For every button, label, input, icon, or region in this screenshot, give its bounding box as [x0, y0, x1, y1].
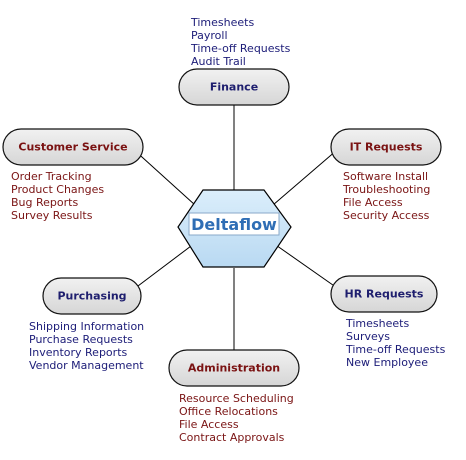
list-item: Time-off Requests: [345, 343, 446, 356]
hr-requests-pill[interactable]: [330, 275, 438, 313]
list-item: Contract Approvals: [179, 431, 285, 444]
customer-service-label: Customer Service: [18, 141, 127, 154]
administration-items: Resource Scheduling Office Relocations F…: [179, 392, 294, 444]
connectors: [129, 105, 341, 352]
list-item: Troubleshooting: [342, 183, 430, 196]
connector-it-requests: [272, 149, 338, 206]
logo-box: [188, 212, 280, 236]
list-item: Shipping Information: [29, 320, 144, 333]
node-purchasing[interactable]: Purchasing Shipping Information Purchase…: [29, 277, 144, 372]
list-item: File Access: [343, 196, 403, 209]
connector-customer-service: [131, 147, 196, 206]
list-item: Audit Trail: [191, 55, 246, 68]
list-item: Office Relocations: [179, 405, 278, 418]
node-finance[interactable]: Finance Timesheets Payroll Time-off Requ…: [178, 16, 291, 106]
list-item: Timesheets: [345, 317, 409, 330]
administration-label: Administration: [188, 362, 280, 375]
list-item: Timesheets: [190, 16, 254, 29]
hr-requests-items: Timesheets Surveys Time-off Requests New…: [345, 317, 446, 369]
node-administration[interactable]: Administration Resource Scheduling Offic…: [168, 349, 300, 444]
list-item: Inventory Reports: [29, 346, 128, 359]
logo-text: Deltaflow: [191, 215, 277, 234]
list-item: Vendor Management: [29, 359, 144, 372]
node-it-requests[interactable]: IT Requests Software Install Troubleshoo…: [330, 128, 442, 222]
list-item: File Access: [179, 418, 239, 431]
finance-label: Finance: [210, 81, 258, 94]
it-requests-items: Software Install Troubleshooting File Ac…: [342, 170, 430, 222]
node-hr-requests[interactable]: HR Requests Timesheets Surveys Time-off …: [330, 275, 446, 369]
list-item: Purchase Requests: [29, 333, 133, 346]
customer-service-items: Order Tracking Product Changes Bug Repor…: [11, 170, 104, 222]
list-item: Order Tracking: [11, 170, 92, 183]
purchasing-pill[interactable]: [42, 277, 142, 315]
list-item: Security Access: [343, 209, 430, 222]
connector-purchasing: [129, 242, 196, 293]
list-item: Payroll: [191, 29, 228, 42]
finance-pill[interactable]: [178, 68, 290, 106]
node-customer-service[interactable]: Customer Service Order Tracking Product …: [2, 128, 144, 222]
list-item: Survey Results: [11, 209, 93, 222]
list-item: Resource Scheduling: [179, 392, 294, 405]
hr-requests-label: HR Requests: [345, 288, 424, 301]
list-item: Surveys: [346, 330, 390, 343]
list-item: Software Install: [343, 170, 428, 183]
customer-service-pill[interactable]: [2, 128, 144, 166]
purchasing-label: Purchasing: [57, 290, 126, 303]
center-hub: Deltaflow: [177, 189, 292, 268]
it-requests-label: IT Requests: [350, 141, 423, 154]
list-item: Time-off Requests: [190, 42, 291, 55]
connector-hr-requests: [272, 242, 341, 291]
list-item: New Employee: [346, 356, 428, 369]
it-requests-pill[interactable]: [330, 128, 442, 166]
list-item: Product Changes: [11, 183, 104, 196]
administration-pill[interactable]: [168, 349, 300, 387]
finance-items: Timesheets Payroll Time-off Requests Aud…: [190, 16, 291, 68]
list-item: Bug Reports: [11, 196, 78, 209]
purchasing-items: Shipping Information Purchase Requests I…: [29, 320, 144, 372]
